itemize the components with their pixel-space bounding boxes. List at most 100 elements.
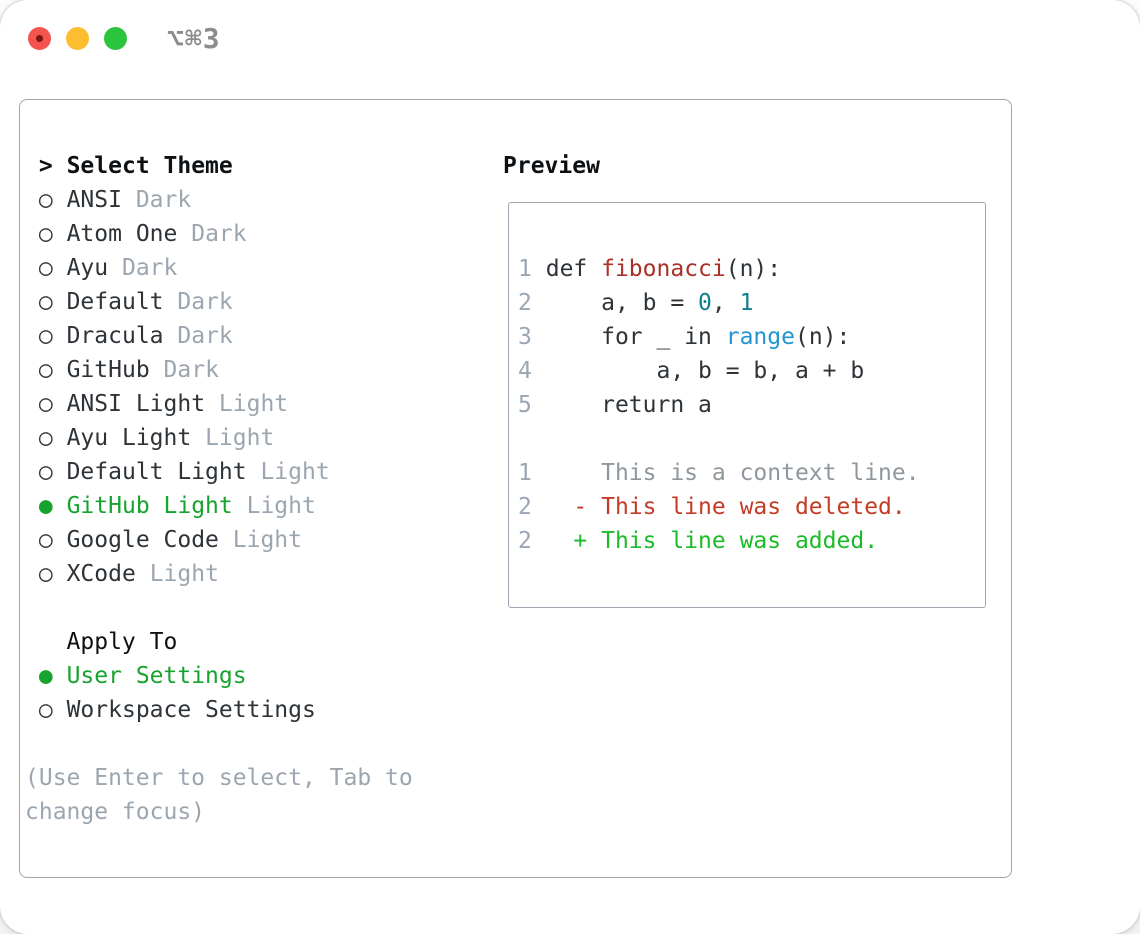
line-number: 2 <box>518 290 532 316</box>
theme-picker-column: > Select Theme ○ ANSI Dark ○ Atom One Da… <box>25 149 413 829</box>
theme-variant: Dark <box>177 289 233 315</box>
code-line-2: 2 a, b = 0, 1 <box>518 286 985 320</box>
code-segment: a, b = b, a + b <box>545 358 865 384</box>
apply-to-title: Apply To <box>66 629 178 655</box>
theme-variant: Light <box>246 493 316 519</box>
theme-name: Dracula <box>66 323 164 349</box>
radio-icon: ○ <box>38 425 53 451</box>
code-line-3: 3 for _ in range(n): <box>518 320 985 354</box>
help-text-line-2: change focus) <box>25 799 206 825</box>
radio-icon: ○ <box>38 289 53 315</box>
spacer-row <box>25 591 413 625</box>
code-segment: a, b = <box>545 290 699 316</box>
line-number: 1 <box>518 460 532 486</box>
zoom-button[interactable] <box>104 26 127 50</box>
selected-radio-icon: ● <box>38 663 53 689</box>
theme-name: Google Code <box>66 527 219 553</box>
help-text-line-1: (Use Enter to select, Tab to <box>25 765 413 791</box>
diff-line-deleted: 2 - This line was deleted. <box>518 490 985 524</box>
diff-line-context: 1 This is a context line. <box>518 456 985 490</box>
radio-icon: ○ <box>38 561 53 587</box>
theme-name: ANSI <box>66 187 122 213</box>
theme-option-xcode[interactable]: ○ XCode Light <box>25 557 413 591</box>
apply-option-label: User Settings <box>66 663 247 689</box>
theme-option-ayu-light[interactable]: ○ Ayu Light Light <box>25 421 413 455</box>
code-segment: fibonacci <box>601 256 726 282</box>
diff-text: + This line was added. <box>531 528 879 554</box>
spacer-line <box>518 422 985 456</box>
theme-variant: Dark <box>135 187 192 213</box>
code-segment: (n): <box>794 324 851 350</box>
apply-option-label: Workspace Settings <box>66 697 316 723</box>
theme-name: Default <box>66 289 164 315</box>
code-segment: , <box>711 290 740 316</box>
window-title: ⌥⌘3 <box>167 21 221 55</box>
theme-name: Atom One <box>66 221 178 247</box>
line-number: 2 <box>518 494 532 520</box>
code-line-1: 1 def fibonacci(n): <box>518 252 985 286</box>
theme-name: Ayu <box>66 255 109 281</box>
code-segment: return a <box>545 392 712 418</box>
theme-variant: Dark <box>191 221 247 247</box>
theme-name: Default Light <box>66 459 247 485</box>
theme-name: Ayu Light <box>66 425 192 451</box>
theme-option-google-code[interactable]: ○ Google Code Light <box>25 523 413 557</box>
code-segment: (n): <box>725 256 782 282</box>
theme-option-ayu[interactable]: ○ Ayu Dark <box>25 251 413 285</box>
line-number: 1 <box>518 256 532 282</box>
theme-variant: Light <box>260 459 330 485</box>
theme-option-ansi[interactable]: ○ ANSI Dark <box>25 183 413 217</box>
spacer-row <box>25 727 413 761</box>
close-dot-icon <box>36 34 43 42</box>
theme-variant: Light <box>149 561 219 587</box>
apply-option-user-settings[interactable]: ● User Settings <box>25 659 413 693</box>
theme-name: GitHub <box>66 357 150 383</box>
apply-to-header: Apply To <box>25 625 413 659</box>
cursor-icon: > <box>38 153 53 179</box>
theme-option-default-light[interactable]: ○ Default Light Light <box>25 455 413 489</box>
code-segment: 1 <box>739 290 754 316</box>
line-number: 3 <box>518 324 532 350</box>
theme-dialog: > Select Theme ○ ANSI Dark ○ Atom One Da… <box>19 99 1012 878</box>
theme-variant: Dark <box>177 323 233 349</box>
line-number: 5 <box>518 392 532 418</box>
theme-option-atom-one[interactable]: ○ Atom One Dark <box>25 217 413 251</box>
theme-option-ansi-light[interactable]: ○ ANSI Light Light <box>25 387 413 421</box>
selected-radio-icon: ● <box>38 493 53 519</box>
code-segment: for _ in <box>545 324 726 350</box>
radio-icon: ○ <box>38 391 53 417</box>
radio-icon: ○ <box>38 527 53 553</box>
theme-variant: Light <box>205 425 275 451</box>
code-segment: def <box>545 256 602 282</box>
theme-variant: Dark <box>163 357 219 383</box>
theme-option-github-light[interactable]: ● GitHub Light Light <box>25 489 413 523</box>
theme-name: ANSI Light <box>66 391 206 417</box>
theme-variant: Light <box>218 391 289 417</box>
code-segment: 0 <box>698 290 712 316</box>
theme-variant: Dark <box>121 255 178 281</box>
theme-name: XCode <box>66 561 136 587</box>
radio-icon: ○ <box>38 255 53 281</box>
close-button[interactable] <box>28 26 51 50</box>
diff-text: This is a context line. <box>531 460 920 486</box>
minimize-button[interactable] <box>66 26 89 50</box>
theme-option-default[interactable]: ○ Default Dark <box>25 285 413 319</box>
theme-name: GitHub Light <box>66 493 233 519</box>
theme-option-dracula[interactable]: ○ Dracula Dark <box>25 319 413 353</box>
radio-icon: ○ <box>38 323 53 349</box>
theme-variant: Light <box>232 527 303 553</box>
radio-icon: ○ <box>38 697 53 723</box>
theme-option-github[interactable]: ○ GitHub Dark <box>25 353 413 387</box>
code-line-5: 5 return a <box>518 388 985 422</box>
radio-icon: ○ <box>38 221 53 247</box>
preview-title: Preview <box>503 153 600 179</box>
radio-icon: ○ <box>38 357 53 383</box>
radio-icon: ○ <box>38 459 53 485</box>
diff-text: - This line was deleted. <box>531 494 906 520</box>
apply-option-workspace-settings[interactable]: ○ Workspace Settings <box>25 693 413 727</box>
radio-icon: ○ <box>38 187 53 213</box>
code-segment: range <box>725 324 795 350</box>
title-bar: ⌥⌘3 <box>28 22 221 55</box>
